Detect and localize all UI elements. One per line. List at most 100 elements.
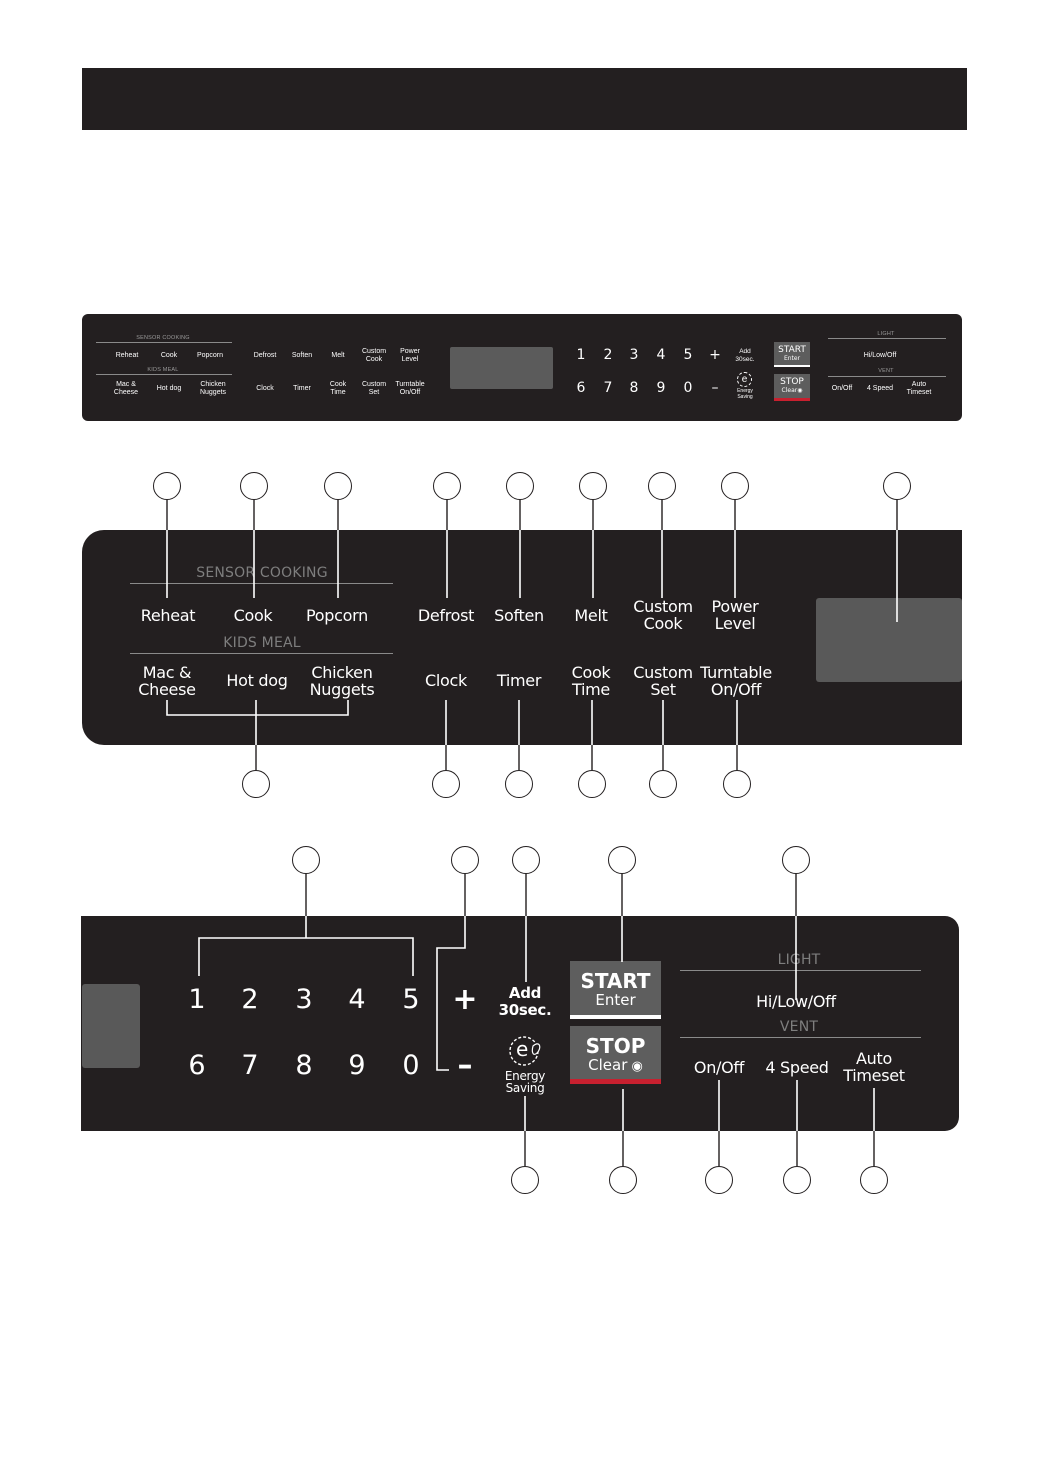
overview-cook-time-button[interactable]: Cook Time <box>329 381 347 396</box>
overview-hot-dog-button[interactable]: Hot dog <box>156 385 182 392</box>
kids-divider <box>130 653 393 654</box>
overview-key-8[interactable]: 8 <box>629 380 639 396</box>
clock-button[interactable]: Clock <box>425 671 467 690</box>
power-level-button[interactable]: Power Level <box>711 597 759 633</box>
callout-marker <box>292 846 320 874</box>
key-2[interactable]: 2 <box>241 984 259 1015</box>
overview-key-1[interactable]: 1 <box>576 347 586 363</box>
overview-enter-label: Enter <box>783 355 801 362</box>
overview-key-3[interactable]: 3 <box>629 347 639 363</box>
overview-light-header: LIGHT <box>877 331 895 337</box>
start-enter-button[interactable]: START Enter <box>570 961 661 1019</box>
overview-mac-cheese-button[interactable]: Mac & Cheese <box>113 381 139 396</box>
overview-divider <box>828 338 946 339</box>
overview-cook-button[interactable]: Cook <box>160 352 178 359</box>
overview-timer-button[interactable]: Timer <box>293 385 311 392</box>
key-0[interactable]: 0 <box>402 1050 420 1081</box>
mac-cheese-button[interactable]: Mac & Cheese <box>138 663 196 699</box>
control-panel-detail-lower <box>81 916 959 1131</box>
key-1[interactable]: 1 <box>188 984 206 1015</box>
overview-stop-button[interactable]: STOP Clear◉ <box>774 374 810 401</box>
auto-timeset-button[interactable]: Auto Timeset <box>843 1049 905 1085</box>
popcorn-button[interactable]: Popcorn <box>306 606 368 625</box>
overview-kids-header: KIDS MEAL <box>147 367 179 373</box>
overview-defrost-button[interactable]: Defrost <box>253 352 277 359</box>
key-5[interactable]: 5 <box>402 984 420 1015</box>
vent-on-off-button[interactable]: On/Off <box>693 1058 745 1077</box>
overview-vent-onoff-button[interactable]: On/Off <box>831 385 853 392</box>
callout-marker <box>511 1166 539 1194</box>
light-hi-low-off-button[interactable]: Hi/Low/Off <box>756 992 836 1011</box>
overview-add30-button[interactable]: Add 30sec. <box>735 348 755 363</box>
overview-divider <box>96 374 232 375</box>
overview-custom-set-button[interactable]: Custom Set <box>361 381 387 396</box>
callout-marker <box>648 472 676 500</box>
callout-marker <box>609 1166 637 1194</box>
key-4[interactable]: 4 <box>348 984 366 1015</box>
callout-marker <box>783 1166 811 1194</box>
overview-vent-speed-button[interactable]: 4 Speed <box>866 385 894 392</box>
vent-header: VENT <box>779 1019 819 1035</box>
light-divider <box>680 970 921 971</box>
overview-divider <box>828 376 946 377</box>
overview-key-2[interactable]: 2 <box>603 347 613 363</box>
overview-melt-button[interactable]: Melt <box>331 352 345 359</box>
overview-reheat-button[interactable]: Reheat <box>115 352 139 359</box>
energy-saving-icon: e <box>507 1034 543 1068</box>
vent-4-speed-button[interactable]: 4 Speed <box>765 1058 829 1077</box>
key-3[interactable]: 3 <box>295 984 313 1015</box>
plus-key[interactable]: + <box>452 982 478 1017</box>
overview-start-button[interactable]: START Enter <box>774 342 810 367</box>
chicken-nuggets-button[interactable]: Chicken Nuggets <box>309 663 375 699</box>
key-6[interactable]: 6 <box>188 1050 206 1081</box>
callout-marker <box>883 472 911 500</box>
kids-meal-header: KIDS MEAL <box>223 635 301 651</box>
custom-cook-button[interactable]: Custom Cook <box>633 597 693 633</box>
overview-plus-key[interactable]: + <box>709 347 721 363</box>
display-window-edge <box>82 984 140 1068</box>
overview-key-9[interactable]: 9 <box>656 380 666 396</box>
hot-dog-button[interactable]: Hot dog <box>226 671 288 690</box>
overview-turntable-button[interactable]: Turntable On/Off <box>395 381 425 396</box>
overview-minus-key[interactable]: – <box>711 380 719 396</box>
energy-saving-button[interactable]: Energy Saving <box>504 1069 546 1095</box>
callout-marker <box>721 472 749 500</box>
overview-key-0[interactable]: 0 <box>683 380 693 396</box>
minus-key[interactable]: – <box>457 1048 473 1083</box>
callout-marker <box>506 472 534 500</box>
defrost-button[interactable]: Defrost <box>417 606 475 625</box>
sensor-cooking-header: SENSOR COOKING <box>196 565 328 581</box>
overview-key-6[interactable]: 6 <box>576 380 586 396</box>
add-30sec-button[interactable]: Add 30sec. <box>498 984 552 1019</box>
overview-auto-timeset-button[interactable]: Auto Timeset <box>906 381 932 396</box>
clear-label: Clear ◉ <box>588 1056 643 1074</box>
melt-button[interactable]: Melt <box>574 606 608 625</box>
custom-set-button[interactable]: Custom Set <box>633 663 693 699</box>
turntable-button[interactable]: Turntable On/Off <box>700 663 772 699</box>
overview-popcorn-button[interactable]: Popcorn <box>196 352 224 359</box>
callout-marker <box>608 846 636 874</box>
reheat-button[interactable]: Reheat <box>140 606 196 625</box>
overview-power-level-button[interactable]: Power Level <box>400 348 420 363</box>
overview-custom-cook-button[interactable]: Custom Cook <box>361 348 387 363</box>
overview-energy-saving-button[interactable]: Energy Saving <box>737 388 753 400</box>
overview-start-label: START <box>778 345 806 355</box>
overview-soften-button[interactable]: Soften <box>291 352 313 359</box>
overview-key-4[interactable]: 4 <box>656 347 666 363</box>
stop-clear-button[interactable]: STOP Clear ◉ <box>570 1026 661 1084</box>
stop-label: STOP <box>585 1034 646 1058</box>
callout-marker <box>432 770 460 798</box>
overview-clock-button[interactable]: Clock <box>256 385 274 392</box>
soften-button[interactable]: Soften <box>494 606 544 625</box>
key-7[interactable]: 7 <box>241 1050 259 1081</box>
key-9[interactable]: 9 <box>348 1050 366 1081</box>
overview-key-5[interactable]: 5 <box>683 347 693 363</box>
overview-light-button[interactable]: Hi/Low/Off <box>863 352 897 359</box>
cook-time-button[interactable]: Cook Time <box>571 663 611 699</box>
overview-key-7[interactable]: 7 <box>603 380 613 396</box>
overview-chicken-nuggets-button[interactable]: Chicken Nuggets <box>199 381 227 396</box>
callout-marker <box>240 472 268 500</box>
key-8[interactable]: 8 <box>295 1050 313 1081</box>
timer-button[interactable]: Timer <box>496 671 542 690</box>
cook-button[interactable]: Cook <box>233 606 273 625</box>
